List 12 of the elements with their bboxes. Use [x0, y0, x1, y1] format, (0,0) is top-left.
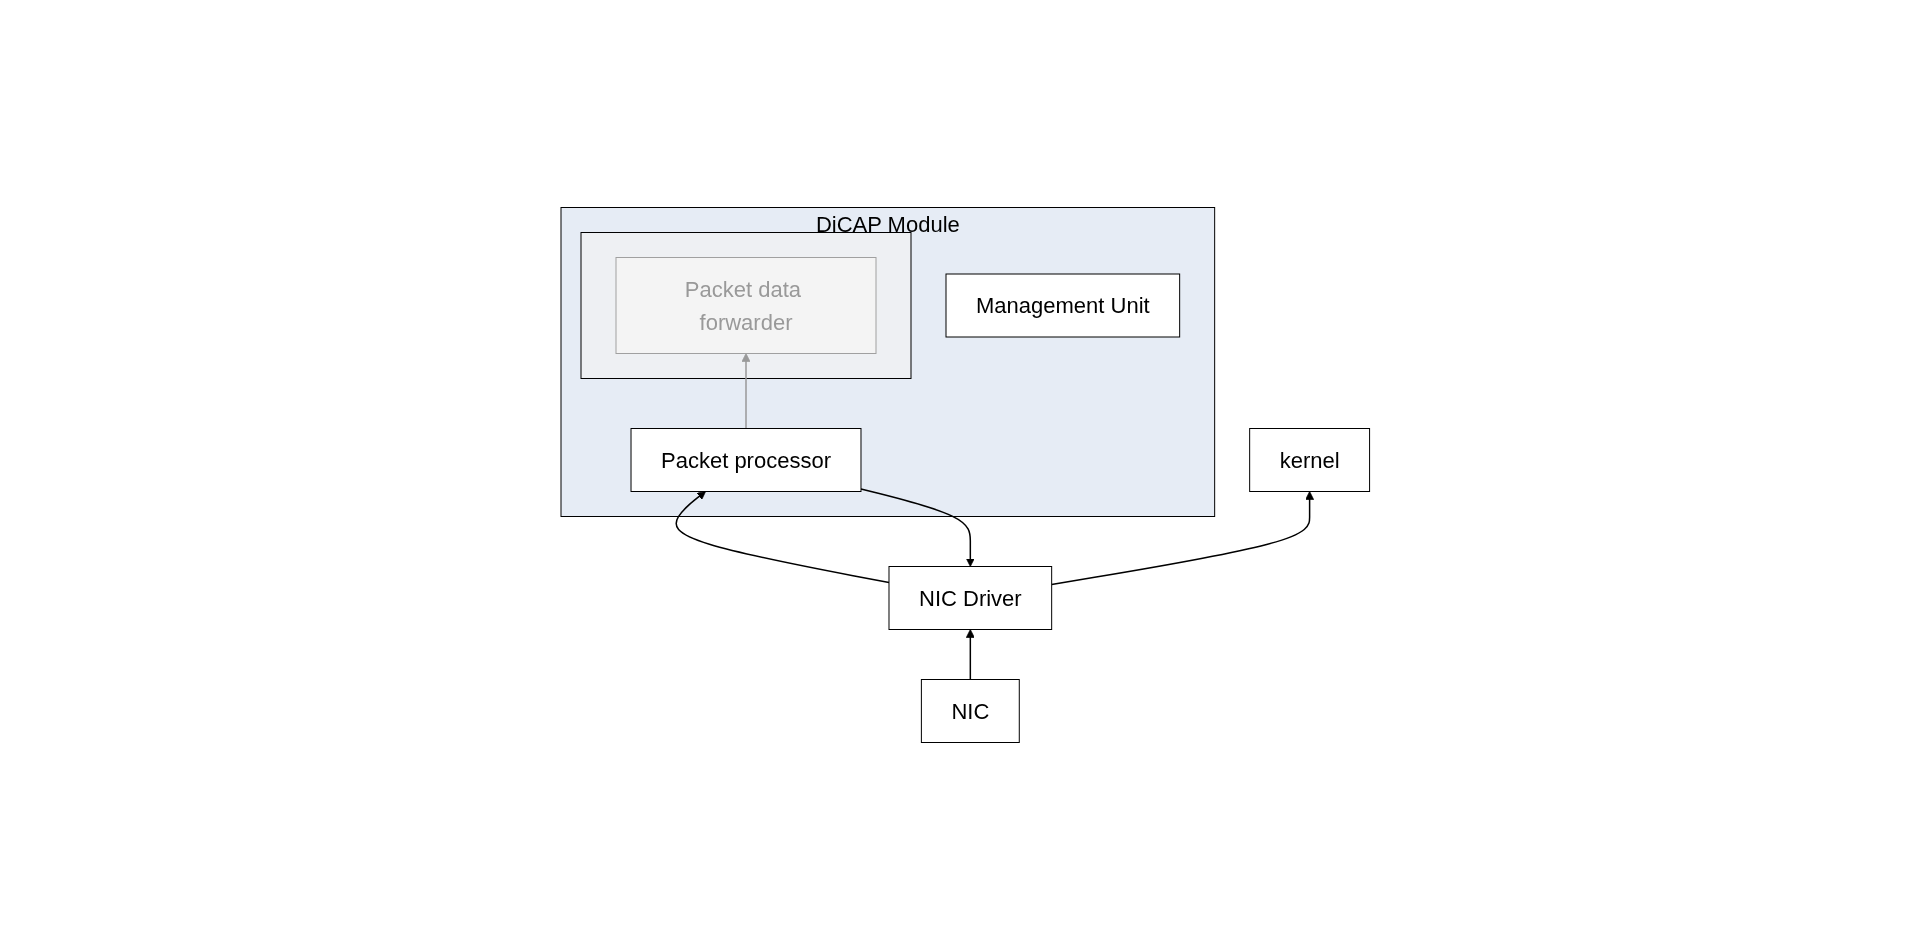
node-box: kernel [1249, 428, 1371, 492]
arrow [675, 491, 890, 584]
arrow [860, 488, 975, 567]
node-box: Packet processor [630, 428, 862, 492]
arrow [1051, 491, 1315, 586]
arrow [741, 353, 751, 430]
node-box: Management Unit [945, 273, 1181, 338]
node-box: NIC [921, 679, 1020, 743]
cluster [580, 232, 912, 379]
node-box: NIC Driver [888, 566, 1053, 630]
node-box: Packet data forwarder [615, 257, 877, 354]
arrow [966, 629, 975, 681]
